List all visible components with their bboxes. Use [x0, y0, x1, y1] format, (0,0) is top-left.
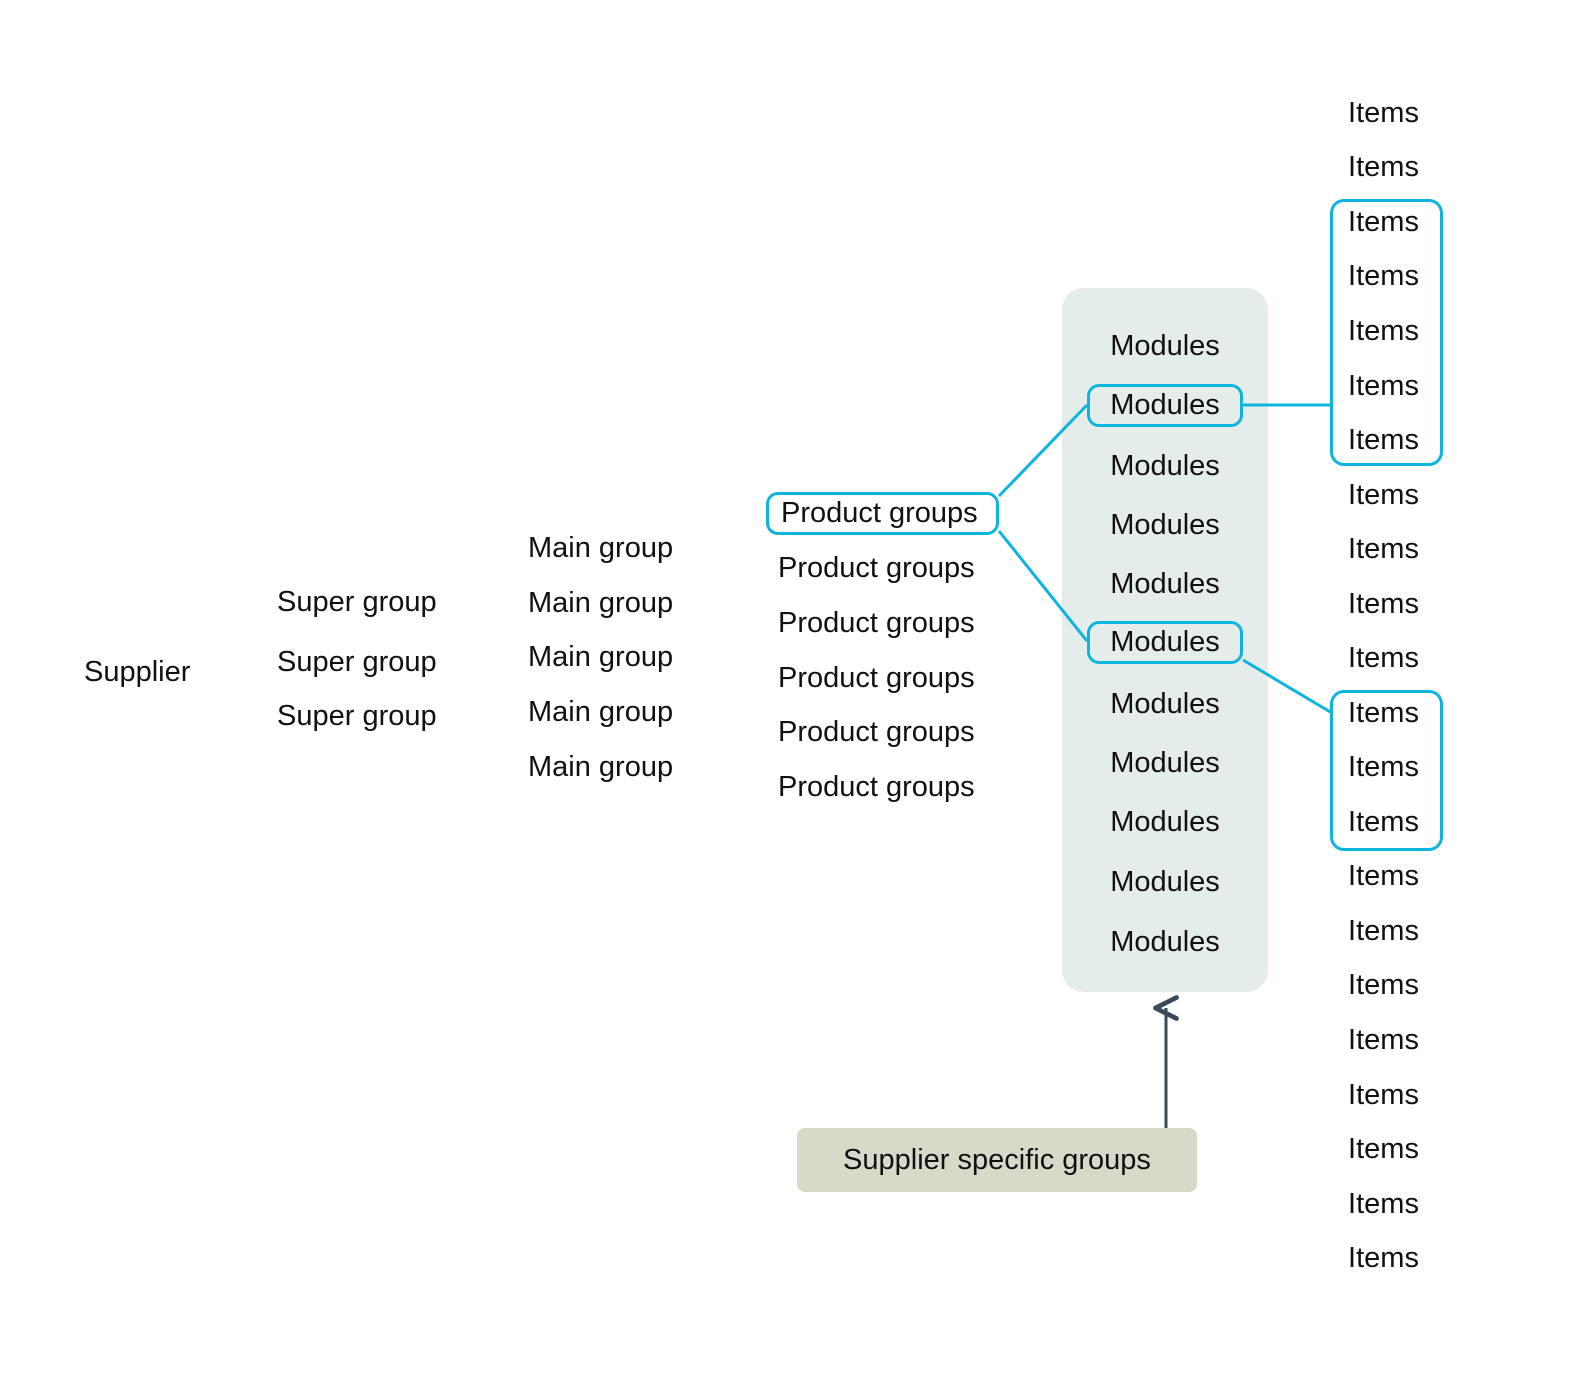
node-items-7[interactable]: Items: [1348, 423, 1419, 456]
node-items-12[interactable]: Items: [1348, 696, 1419, 729]
node-items-3[interactable]: Items: [1348, 205, 1419, 238]
node-items-20[interactable]: Items: [1348, 1132, 1419, 1165]
node-super-group-2[interactable]: Super group: [277, 645, 437, 678]
items-group-box-a[interactable]: [1330, 199, 1443, 466]
node-modules-9[interactable]: Modules: [1110, 805, 1220, 838]
node-modules-10[interactable]: Modules: [1110, 865, 1220, 898]
node-items-13[interactable]: Items: [1348, 750, 1419, 783]
node-main-group-2[interactable]: Main group: [528, 586, 674, 619]
modules-panel-background: [1062, 288, 1268, 992]
node-supplier[interactable]: Supplier: [84, 655, 191, 688]
node-modules-2-highlighted[interactable]: Modules: [1087, 384, 1243, 427]
node-items-5[interactable]: Items: [1348, 314, 1419, 347]
node-items-4[interactable]: Items: [1348, 259, 1419, 292]
node-modules-11[interactable]: Modules: [1110, 925, 1220, 958]
node-modules-5[interactable]: Modules: [1110, 567, 1220, 600]
node-items-15[interactable]: Items: [1348, 859, 1419, 892]
node-main-group-5[interactable]: Main group: [528, 750, 674, 783]
node-items-16[interactable]: Items: [1348, 914, 1419, 947]
node-items-8[interactable]: Items: [1348, 478, 1419, 511]
node-items-9[interactable]: Items: [1348, 532, 1419, 565]
node-items-11[interactable]: Items: [1348, 641, 1419, 674]
node-modules-7[interactable]: Modules: [1110, 687, 1220, 720]
node-super-group-1[interactable]: Super group: [277, 585, 437, 618]
node-product-groups-3[interactable]: Product groups: [778, 606, 975, 639]
node-product-groups-5[interactable]: Product groups: [778, 715, 975, 748]
node-items-17[interactable]: Items: [1348, 968, 1419, 1001]
node-items-1[interactable]: Items: [1348, 96, 1419, 129]
node-product-groups-1-highlighted[interactable]: Product groups: [766, 492, 999, 535]
node-product-groups-4[interactable]: Product groups: [778, 661, 975, 694]
node-items-10[interactable]: Items: [1348, 587, 1419, 620]
node-modules-3[interactable]: Modules: [1110, 449, 1220, 482]
node-main-group-4[interactable]: Main group: [528, 695, 674, 728]
node-items-22[interactable]: Items: [1348, 1241, 1419, 1274]
node-product-groups-2[interactable]: Product groups: [778, 551, 975, 584]
supplier-specific-groups-callout[interactable]: Supplier specific groups: [797, 1128, 1197, 1192]
node-product-groups-6[interactable]: Product groups: [778, 770, 975, 803]
node-modules-4[interactable]: Modules: [1110, 508, 1220, 541]
node-items-19[interactable]: Items: [1348, 1078, 1419, 1111]
node-modules-1[interactable]: Modules: [1110, 329, 1220, 362]
node-items-6[interactable]: Items: [1348, 369, 1419, 402]
node-items-14[interactable]: Items: [1348, 805, 1419, 838]
node-main-group-1[interactable]: Main group: [528, 531, 674, 564]
node-items-18[interactable]: Items: [1348, 1023, 1419, 1056]
node-items-2[interactable]: Items: [1348, 150, 1419, 183]
node-super-group-3[interactable]: Super group: [277, 699, 437, 732]
node-main-group-3[interactable]: Main group: [528, 640, 674, 673]
node-modules-6-highlighted[interactable]: Modules: [1087, 621, 1243, 664]
items-group-box-b[interactable]: [1330, 690, 1443, 851]
node-modules-8[interactable]: Modules: [1110, 746, 1220, 779]
node-items-21[interactable]: Items: [1348, 1187, 1419, 1220]
